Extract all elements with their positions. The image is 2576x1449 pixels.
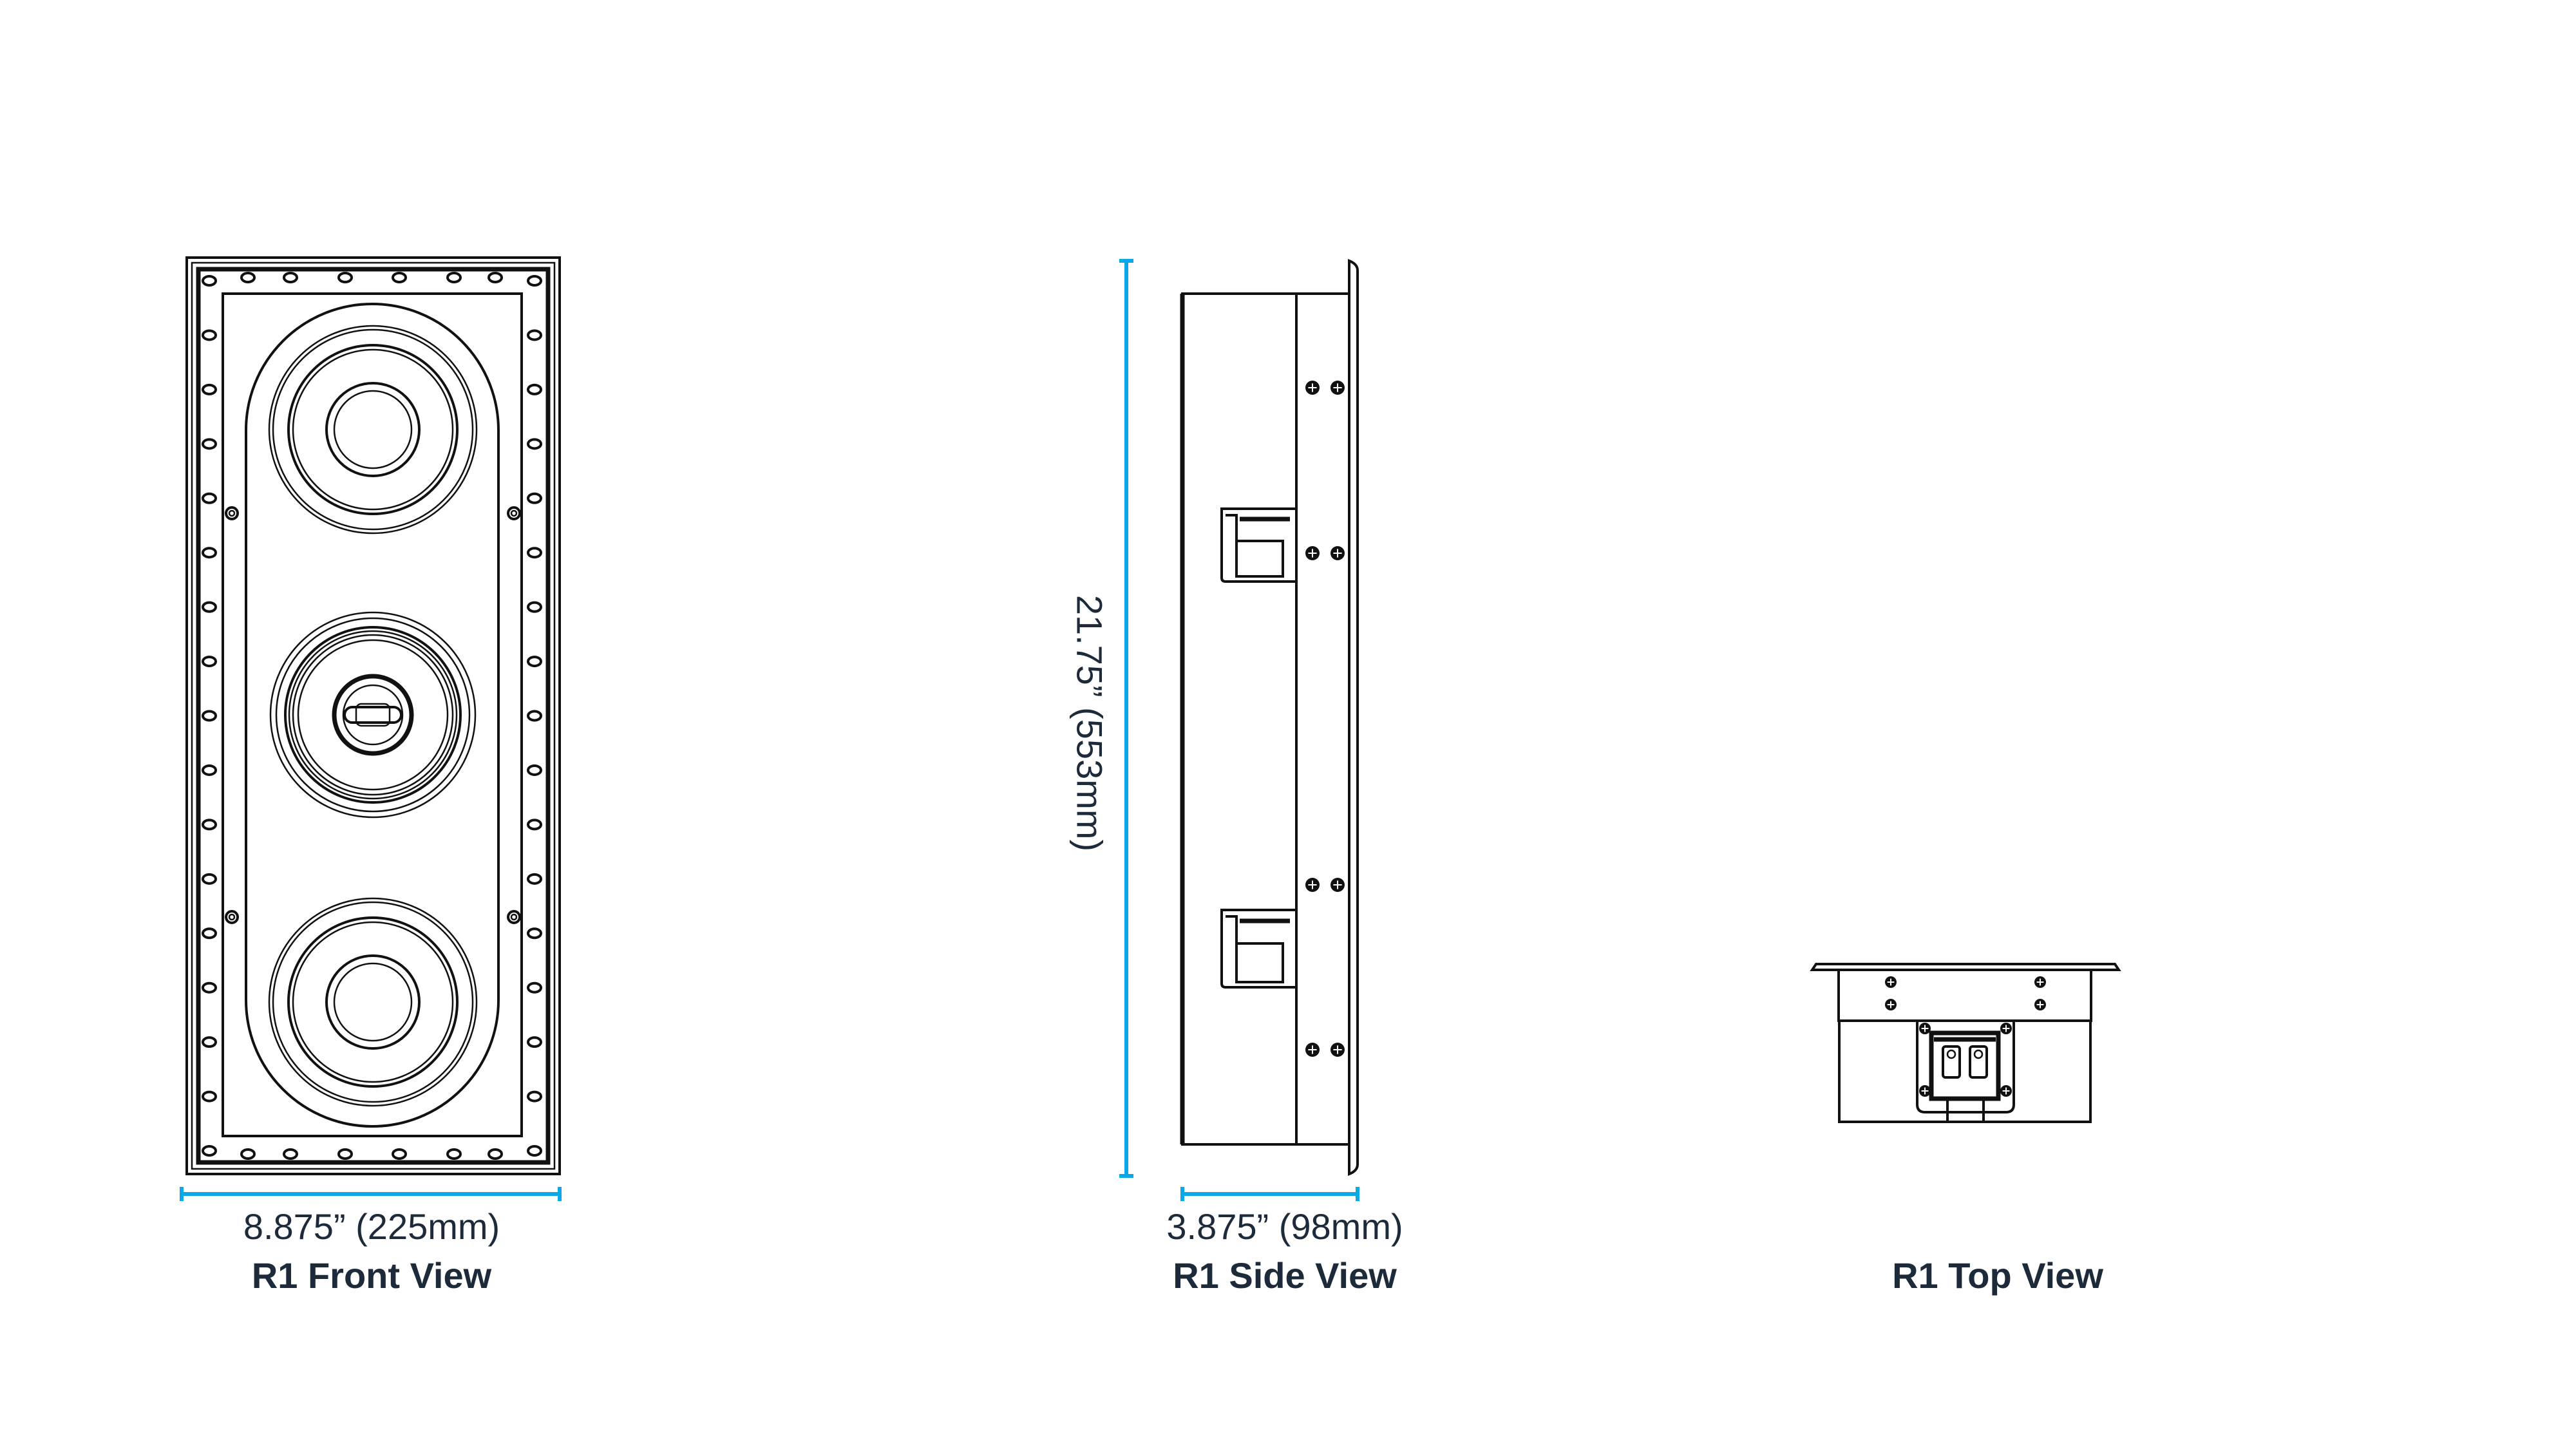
terminal-plate	[1916, 1019, 2015, 1113]
grille-hole	[202, 383, 217, 395]
grille-hole	[488, 1148, 503, 1160]
mounting-clamps-front	[225, 506, 521, 924]
side-lip	[1348, 259, 1359, 1176]
front-outer-frame	[185, 256, 561, 1175]
grille-hole	[337, 272, 353, 283]
grille-hole	[527, 547, 542, 559]
grille-hole	[527, 383, 542, 395]
grille-hole	[202, 329, 217, 341]
grille-hole	[527, 819, 542, 831]
side-enclosure	[1181, 292, 1298, 1146]
side-view-title: R1 Side View	[1173, 1255, 1397, 1296]
side-view-drawing	[1180, 259, 1359, 1176]
terminal-cup	[1929, 1030, 2001, 1101]
side-depth-label: 3.875” (98mm)	[1166, 1206, 1403, 1247]
side-screws	[1305, 381, 1345, 1057]
grille-hole	[202, 547, 217, 559]
grille-hole	[527, 438, 542, 450]
front-width-label: 8.875” (225mm)	[243, 1206, 500, 1247]
grille-hole	[527, 1036, 542, 1048]
front-baffle	[222, 292, 523, 1137]
grille-hole	[240, 1148, 256, 1160]
grille-hole	[527, 710, 542, 722]
grille-holes	[202, 272, 542, 1160]
grille-hole	[202, 601, 217, 613]
grille-hole	[527, 275, 542, 287]
terminal-stem	[1946, 1097, 1985, 1123]
side-flange	[1295, 292, 1350, 1146]
tweeter-center	[269, 611, 477, 819]
side-clamp-bottom	[1220, 909, 1298, 989]
front-frame-inner-edge	[196, 267, 551, 1165]
top-lower-body	[1838, 1019, 2092, 1123]
terminal-positive	[1942, 1045, 1961, 1079]
grille-hole	[527, 656, 542, 668]
grille-hole	[202, 656, 217, 668]
grille-hole	[488, 272, 503, 283]
front-view-title: R1 Front View	[251, 1255, 492, 1296]
grille-hole	[446, 1148, 462, 1160]
top-upper-body	[1837, 969, 2092, 1022]
grille-hole	[202, 710, 217, 722]
grille-hole	[337, 1148, 353, 1160]
dim-front-width	[180, 1187, 562, 1201]
woofer-bottom	[268, 897, 478, 1107]
dim-side-depth	[1180, 1187, 1359, 1201]
top-screws	[1885, 976, 2046, 1097]
grille-hole	[527, 873, 542, 885]
dim-side-height	[1119, 259, 1133, 1178]
grille-hole	[202, 492, 217, 504]
grille-hole	[202, 927, 217, 940]
grille-hole	[527, 1145, 542, 1157]
grille-hole	[202, 1036, 217, 1048]
grille-hole	[527, 601, 542, 613]
grille-hole	[202, 1090, 217, 1103]
grille-hole	[202, 819, 217, 831]
side-height-label: 21.75” (553mm)	[1069, 594, 1110, 852]
grille-hole	[202, 1145, 217, 1157]
grille-hole	[283, 1148, 298, 1160]
grille-hole	[202, 981, 217, 994]
front-view-drawing	[185, 256, 561, 1175]
terminal-negative	[1969, 1045, 1988, 1079]
grille-hole	[392, 272, 407, 283]
grille-hole	[392, 1148, 407, 1160]
grille-hole	[527, 329, 542, 341]
grille-hole	[240, 272, 256, 283]
grille-hole	[527, 927, 542, 940]
front-driver-panel	[245, 303, 500, 1128]
grille-hole	[527, 764, 542, 776]
woofer-top	[268, 325, 478, 535]
grille-hole	[202, 275, 217, 287]
grille-hole	[202, 764, 217, 776]
grille-hole	[527, 492, 542, 504]
grille-hole	[446, 272, 462, 283]
grille-hole	[202, 873, 217, 885]
grille-hole	[527, 981, 542, 994]
top-view-title: R1 Top View	[1892, 1255, 2103, 1296]
grille-hole	[202, 438, 217, 450]
front-frame-bevel	[191, 261, 556, 1170]
grille-hole	[527, 1090, 542, 1103]
top-view-drawing	[1810, 963, 2121, 1123]
side-clamp-top	[1220, 507, 1298, 583]
grille-hole	[283, 272, 298, 283]
